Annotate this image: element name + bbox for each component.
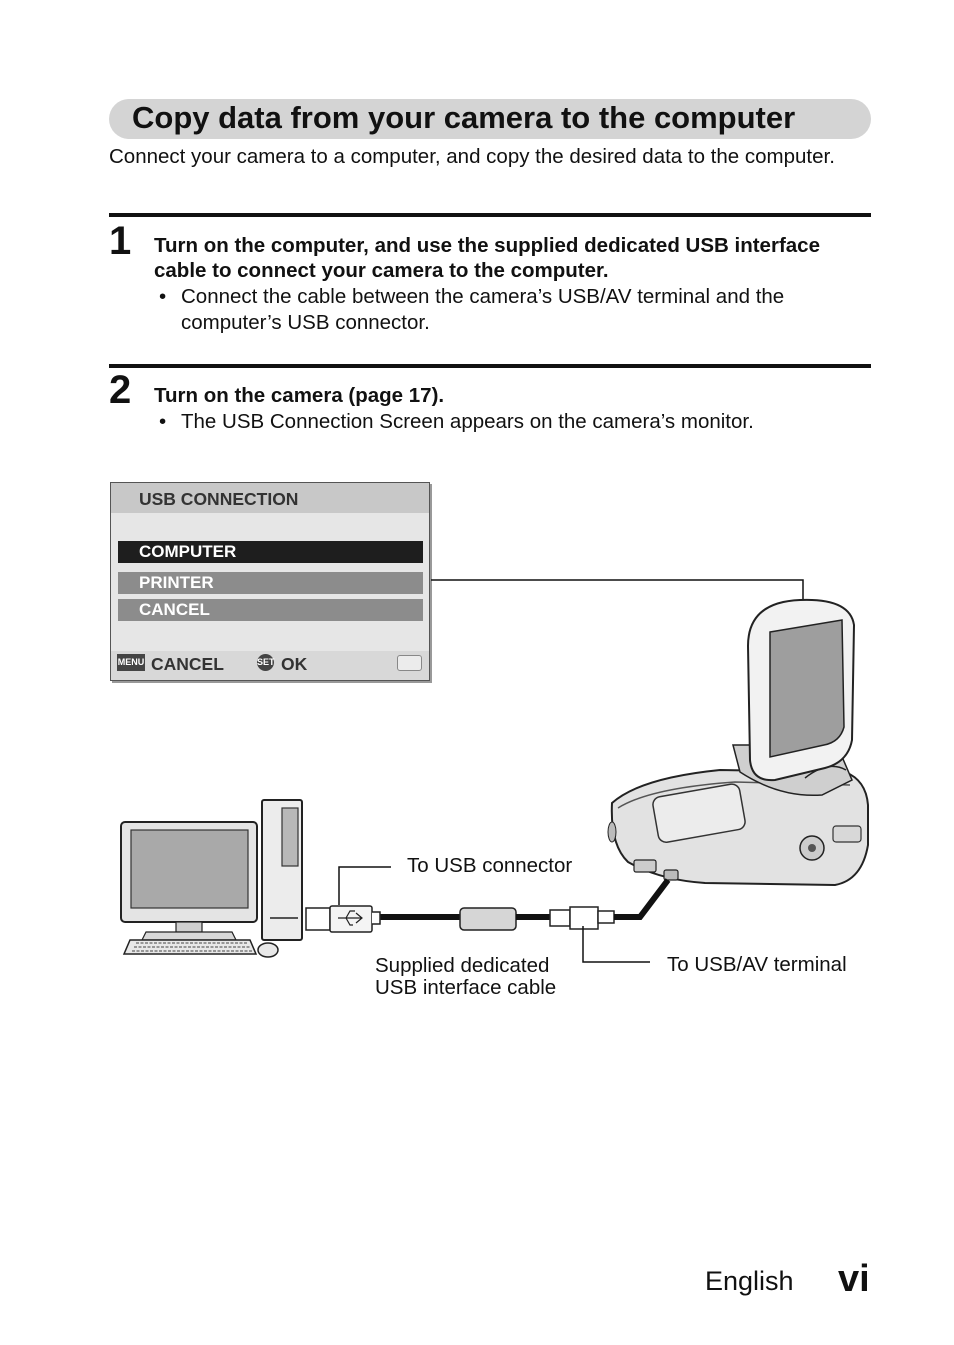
usb-screen-header (111, 483, 429, 513)
menu-option-cancel[interactable]: CANCEL (118, 599, 423, 621)
label-usb-av-terminal: To USB/AV terminal (667, 953, 847, 976)
step-1-rule (109, 213, 871, 217)
step-2-number: 2 (109, 368, 132, 412)
menu-cancel-label: CANCEL (151, 654, 224, 674)
screen-leader-line (431, 579, 804, 690)
label-cable-line2: USB interface cable (375, 976, 557, 999)
intro-text: Connect your camera to a computer, and c… (109, 145, 835, 168)
title-bar (109, 99, 871, 139)
step-2-bullet-text: The USB Connection Screen appears on the… (181, 410, 754, 433)
usb-cable-icon (305, 878, 671, 933)
step-1-heading: Turn on the computer, and use the suppli… (154, 234, 820, 282)
menu-button-icon: MENU (117, 654, 145, 671)
set-button-icon: SET (257, 654, 275, 671)
computer-icon (120, 799, 303, 958)
bullet-dot: • (159, 285, 167, 308)
step-2-bullet: • The USB Connection Screen appears on t… (159, 409, 881, 435)
step-2-heading: Turn on the camera (page 17). (154, 384, 445, 407)
usb-connector-leader-line (338, 866, 391, 905)
label-cable-line1: Supplied dedicated (375, 954, 550, 977)
usb-av-leader-line (582, 926, 650, 963)
page-title: Copy data from your camera to the comput… (132, 100, 796, 135)
usb-screen-title: USB CONNECTION (139, 489, 299, 509)
footer-page-number: vi (838, 1258, 870, 1300)
step-1-bullet-text: Connect the cable between the camera’s U… (181, 285, 785, 334)
step-1-number: 1 (109, 219, 132, 263)
step-1-bullet: • Connect the cable between the camera’s… (159, 284, 881, 336)
footer-language: English (705, 1266, 794, 1296)
step-2-rule (109, 364, 871, 368)
bullet-dot: • (159, 410, 167, 433)
menu-option-printer[interactable]: PRINTER (118, 572, 423, 594)
set-ok-label: OK (281, 654, 308, 674)
usb-connection-screen: USB CONNECTION COMPUTER PRINTER CANCEL M… (110, 482, 430, 681)
camera-icon (607, 598, 869, 887)
label-usb-connector: To USB connector (407, 854, 573, 877)
battery-icon (397, 655, 422, 671)
menu-option-computer[interactable]: COMPUTER (118, 541, 423, 563)
